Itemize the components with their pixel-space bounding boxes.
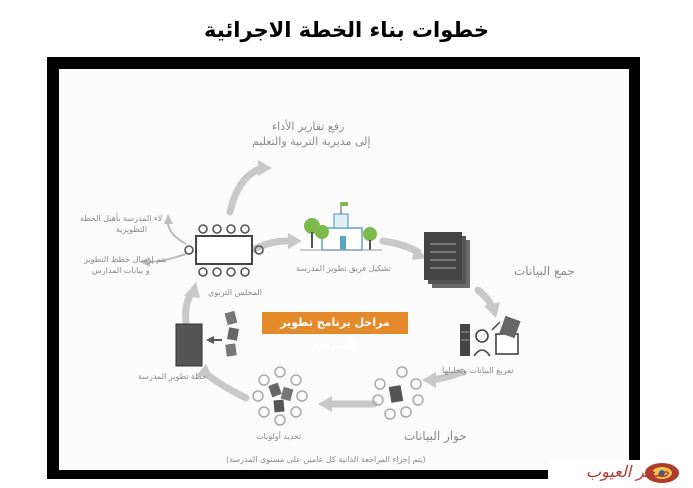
school-plan-icon <box>175 310 239 367</box>
review-note: (يتم إجراء المراجعة الذاتية كل عامين على… <box>226 455 426 464</box>
logo-emblem-icon <box>645 463 679 483</box>
send-label-line1: يتم إرسال خطط التطوير <box>84 255 167 264</box>
priorities-icon <box>252 366 308 426</box>
data-dialogue-icon <box>372 366 424 420</box>
arrow-head-team <box>288 233 302 249</box>
inform-label-line2: التطويرية <box>116 225 147 234</box>
unload-label: تفريغ البيانات وتحليلها <box>442 366 514 375</box>
phases-banner: مراحل برنامج تطوير المدرسة <box>262 312 408 351</box>
school-team-icon <box>300 202 382 251</box>
arrow-head-unload <box>484 302 500 318</box>
reports-label-line2: إلى مديرية التربية والتعليم <box>252 135 371 148</box>
priorities-label: تحديد أولويات <box>256 432 302 441</box>
arrow-team-to-collect <box>379 237 422 256</box>
arrow-to-inform <box>167 221 187 245</box>
council-label: المجلس التربوي <box>208 288 262 297</box>
arrow-head-plan <box>196 364 212 376</box>
arrow-head-priorities <box>318 396 332 412</box>
dialogue-label: حوار البيانات <box>404 429 467 443</box>
data-analysis-icon <box>460 315 521 357</box>
team-label: تشكيل فريق تطوير المدرسة <box>296 264 391 273</box>
arrow-head-send <box>140 257 150 267</box>
inform-label-line1: لاء المدرسة بأهيل الخطة <box>80 214 163 223</box>
arrow-head-council <box>184 282 200 298</box>
logo-area <box>548 460 688 486</box>
reports-label-line1: رفع تقارير الأداء <box>272 120 345 133</box>
logo-text: صخر العيوب <box>586 462 670 481</box>
collect-label: جمع البيانات <box>514 264 575 278</box>
send-label-line2: و بيانات المدارس <box>92 266 150 275</box>
arrow-head-reports <box>258 160 272 176</box>
arrow-head-inform <box>164 214 173 224</box>
arrow-to-send <box>147 253 187 263</box>
documents-icon <box>424 232 470 288</box>
page-title: خطوات بناء الخطة الاجرائية <box>204 18 489 42</box>
arrow-head-dialogue <box>422 372 436 388</box>
arrow-council-to-reports <box>226 164 266 216</box>
council-table-icon <box>184 224 264 277</box>
plan-label: خطة تطوير المدرسة <box>138 372 207 381</box>
